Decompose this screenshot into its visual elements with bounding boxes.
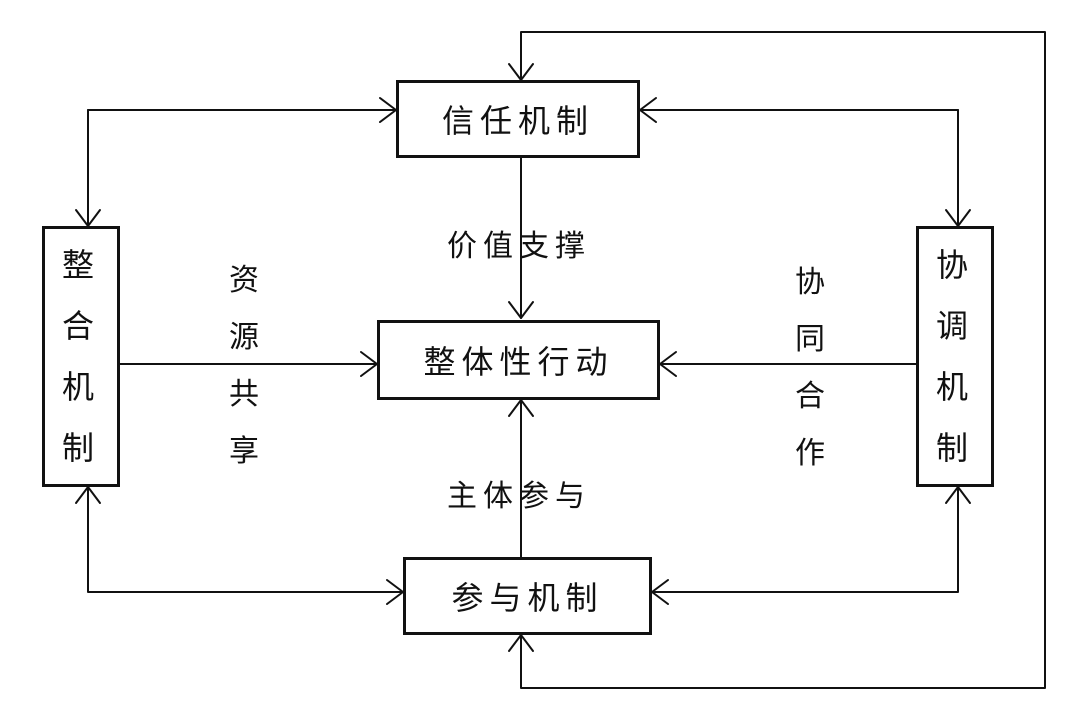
arrowhead-up bbox=[945, 486, 971, 504]
edge-label-subject-participation: 主体参与 bbox=[447, 479, 591, 514]
edge-label-value-support: 价值支撑 bbox=[447, 229, 591, 264]
edge-label-char: 作 bbox=[795, 436, 825, 471]
edge-label-collaboration: 协 同 合 作 bbox=[788, 254, 832, 482]
node-integration-char: 合 bbox=[61, 306, 100, 345]
connector-integration-participation bbox=[87, 486, 404, 593]
node-holistic-action: 整体性行动 bbox=[377, 320, 660, 400]
node-trust-mechanism: 信任机制 bbox=[396, 80, 640, 158]
edge-label-char: 同 bbox=[795, 322, 825, 357]
arrowhead-left bbox=[659, 351, 677, 377]
node-integration-mechanism: 整 合 机 制 bbox=[42, 226, 120, 487]
arrowhead-left bbox=[651, 579, 669, 605]
node-integration-char: 制 bbox=[61, 428, 100, 467]
node-coordination-char: 调 bbox=[935, 306, 974, 345]
node-coordination-char: 机 bbox=[935, 367, 974, 406]
node-integration-char: 机 bbox=[61, 367, 100, 406]
edge-label-char: 享 bbox=[229, 434, 259, 469]
edge-label-char: 源 bbox=[229, 320, 259, 355]
edge-label-char: 共 bbox=[229, 377, 259, 412]
node-integration-char: 整 bbox=[61, 245, 100, 284]
node-coordination-char: 制 bbox=[935, 428, 974, 467]
arrowhead-down bbox=[508, 301, 534, 319]
node-coordination-char: 协 bbox=[935, 245, 974, 284]
node-participation-mechanism: 参与机制 bbox=[403, 557, 652, 635]
edge-label-char: 资 bbox=[229, 263, 259, 298]
node-center-label: 整体性行动 bbox=[423, 343, 614, 381]
edge-label-char: 合 bbox=[795, 379, 825, 414]
arrowhead-up bbox=[75, 486, 101, 504]
edge-label-char: 协 bbox=[795, 265, 825, 300]
connector-feedback-loop bbox=[520, 31, 1046, 689]
connector-coordination-participation bbox=[651, 486, 959, 593]
arrowhead-left bbox=[639, 97, 657, 123]
node-participation-label: 参与机制 bbox=[451, 579, 604, 617]
node-coordination-mechanism: 协 调 机 制 bbox=[916, 226, 994, 487]
arrowhead-up bbox=[508, 399, 534, 417]
node-trust-label: 信任机制 bbox=[441, 102, 594, 140]
edge-label-resource-sharing: 资 源 共 享 bbox=[222, 252, 266, 480]
arrowhead-up bbox=[508, 634, 534, 652]
